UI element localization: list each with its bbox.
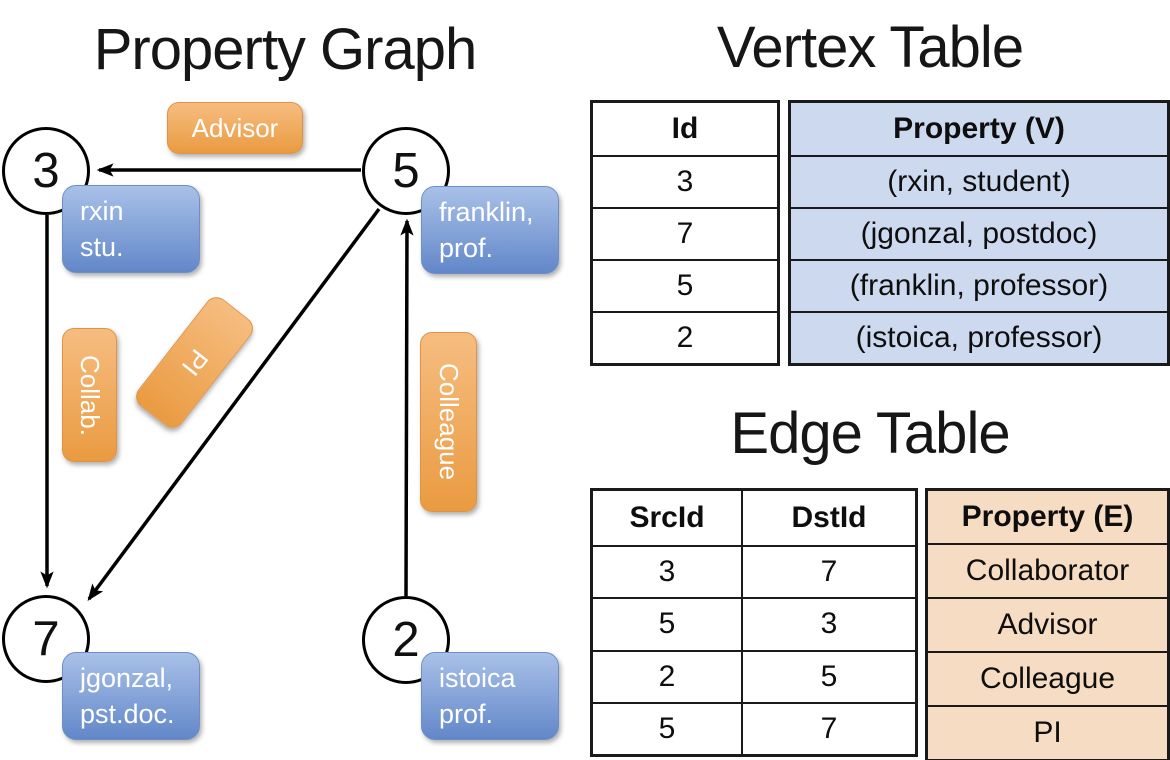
vertex-property-line: istoica [439,663,516,693]
edge-table-property-header: Property (E) [928,491,1167,543]
vertex-property-line: franklin, [439,197,534,227]
vertex-table-id-cell: 5 [593,259,777,311]
vertex-table-property-column: Property (V) (rxin, student) (jgonzal, p… [788,100,1170,366]
edge-table-id-columns: SrcId DstId 3 7 5 3 2 5 5 7 [590,488,918,757]
vertex-id-label: 5 [392,144,420,198]
edge-table-row: 2 5 [593,649,915,702]
vertex-table-title: Vertex Table [716,15,1024,80]
vertex-table-property-cell: (istoica, professor) [791,311,1167,363]
edge-table-src-cell: 5 [593,703,743,754]
vertex-id-label: 2 [392,613,420,667]
vertex-id-label: 7 [32,612,60,666]
vertex-property-line: stu. [80,232,124,263]
edge-table-property-cell: Collaborator [928,543,1167,597]
graph-edges-svg [40,163,414,601]
vertex-table-id-cell: 7 [593,207,777,259]
vertex-property-line: jgonzal, [80,663,174,693]
vertex-table-id-cell: 2 [593,311,777,363]
vertex-table-property-header: Property (V) [791,103,1167,155]
vertex-property-box-2: istoica prof. [421,652,559,740]
edge-label-colleague: Colleague [420,332,477,512]
vertex-table-property-cell: (franklin, professor) [791,259,1167,311]
edge-label-collab: Collab. [62,328,117,462]
vertex-property-line: prof. [439,699,494,730]
edge-table-src-cell: 2 [593,651,743,702]
edge-pi-arrow-5-to-7 [87,207,381,601]
vertex-property-line: pst.doc. [80,699,175,730]
vertex-id-label: 3 [32,144,60,198]
vertex-property-box-5: franklin, prof. [421,186,559,274]
edge-label-advisor: Advisor [167,102,303,154]
vertex-property-box-7: jgonzal, pst.doc. [62,652,200,740]
vertex-property-line: rxin [80,196,124,226]
edge-table-property-cell: Colleague [928,651,1167,705]
edge-table-property-cell: Advisor [928,597,1167,651]
edge-table-dst-cell: 7 [820,711,838,745]
edge-table-property-cell: PI [928,705,1167,759]
vertex-property-line: prof. [439,233,494,264]
edge-table-dst-cell: 3 [820,607,838,641]
vertex-table-property-cell: (jgonzal, postdoc) [791,207,1167,259]
property-graph-title: Property Graph [93,17,478,82]
vertex-table-id-header: Id [671,112,699,145]
edge-colleague-arrow-2-to-5 [400,218,414,597]
vertex-circle-2: 2 [362,596,450,684]
edge-table-row: 3 7 [593,545,915,598]
vertex-table-property-cell: (rxin, student) [791,155,1167,207]
edge-table-dst-cell: 7 [820,555,838,589]
vertex-table-id-column: Id 3 7 5 2 [590,100,780,366]
edge-table-dst-cell: 5 [820,659,838,693]
edge-table-property-column: Property (E) Collaborator Advisor Collea… [925,488,1170,760]
edge-table-srcid-header: SrcId [593,491,743,545]
vertex-circle-5: 5 [362,127,450,215]
vertex-table-id-cell: 3 [593,155,777,207]
edge-table-row: 5 3 [593,597,915,650]
edge-table-src-cell: 5 [593,599,743,650]
edge-table-title: Edge Table [730,401,1010,466]
edge-table-src-cell: 3 [593,547,743,598]
vertex-property-box-3: rxin stu. [62,185,200,273]
edge-table-dstid-header: DstId [791,501,867,534]
edge-table-row: 5 7 [593,701,915,754]
